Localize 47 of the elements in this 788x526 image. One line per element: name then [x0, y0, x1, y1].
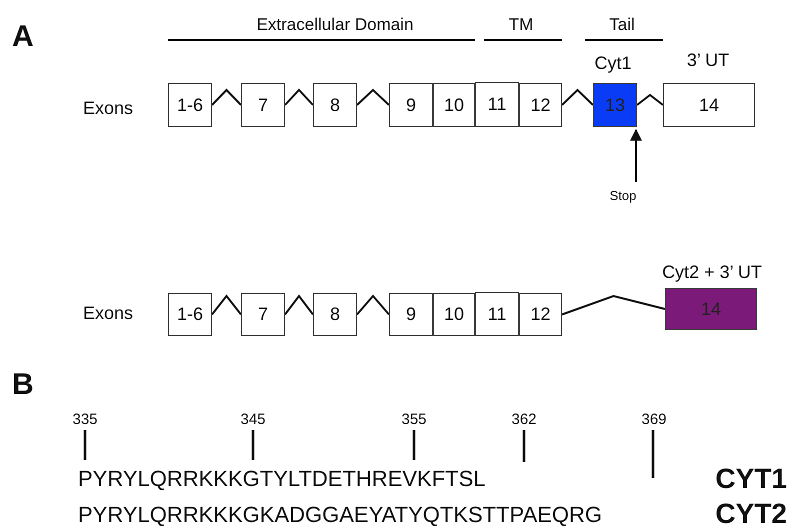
exon-box: 10 [433, 293, 475, 336]
sequence-name: CYT1 [715, 465, 787, 493]
exon-box: 9 [389, 83, 433, 127]
exon-box: 8 [313, 293, 357, 336]
exon-box: 7 [241, 83, 285, 127]
domain-label: TM [508, 16, 534, 33]
domain-label: Tail [609, 16, 635, 33]
exon-box: 8 [313, 83, 357, 127]
region-label: 3’ UT [686, 51, 730, 69]
amino-acid-sequence: PYRYLQRRKKKGKADGGAEYATYQTKSTTPAEQRG [78, 504, 602, 526]
exon-box: 11 [475, 292, 519, 336]
splice-line [562, 294, 666, 316]
splice-line [636, 94, 664, 106]
exon-box: 10 [433, 83, 475, 127]
residue-number: 345 [240, 412, 266, 427]
region-label: Cyt2 + 3’ UT [662, 263, 762, 281]
splice-line [356, 88, 390, 106]
annotation-text: Stop [606, 186, 640, 204]
region-label: Cyt1 [594, 54, 632, 72]
panel-letter: B [12, 370, 34, 400]
amino-acid-sequence: PYRYLQRRKKKGTYLTDETHREVKFTSL [78, 468, 486, 490]
exon-box: 11 [475, 82, 519, 127]
splice-line [284, 294, 314, 316]
exon-box: 14 [663, 83, 755, 127]
exon-box: 12 [519, 293, 562, 336]
exon-box: 9 [389, 293, 433, 336]
domain-label: Extracellular Domain [256, 16, 414, 33]
exon-box: 7 [241, 293, 285, 336]
exon-box: 1-6 [168, 83, 212, 127]
splice-line [284, 88, 314, 106]
exon-box: 12 [519, 83, 562, 127]
residue-number: 362 [511, 412, 537, 427]
arrow [630, 128, 642, 182]
residue-number: 355 [401, 412, 427, 427]
splice-line [561, 88, 594, 106]
sequence-name: CYT2 [715, 500, 787, 526]
splice-line [356, 294, 390, 316]
panel-letter: A [12, 22, 34, 52]
domain-label: Exons [82, 99, 134, 117]
exon-box: 13 [593, 83, 637, 127]
splice-line [211, 88, 242, 106]
domain-label: Exons [82, 304, 134, 322]
exon-box: 14 [665, 288, 757, 330]
exon-box: 1-6 [168, 293, 212, 336]
residue-number: 335 [72, 412, 98, 427]
splice-line [211, 294, 242, 316]
residue-number: 369 [641, 412, 667, 427]
